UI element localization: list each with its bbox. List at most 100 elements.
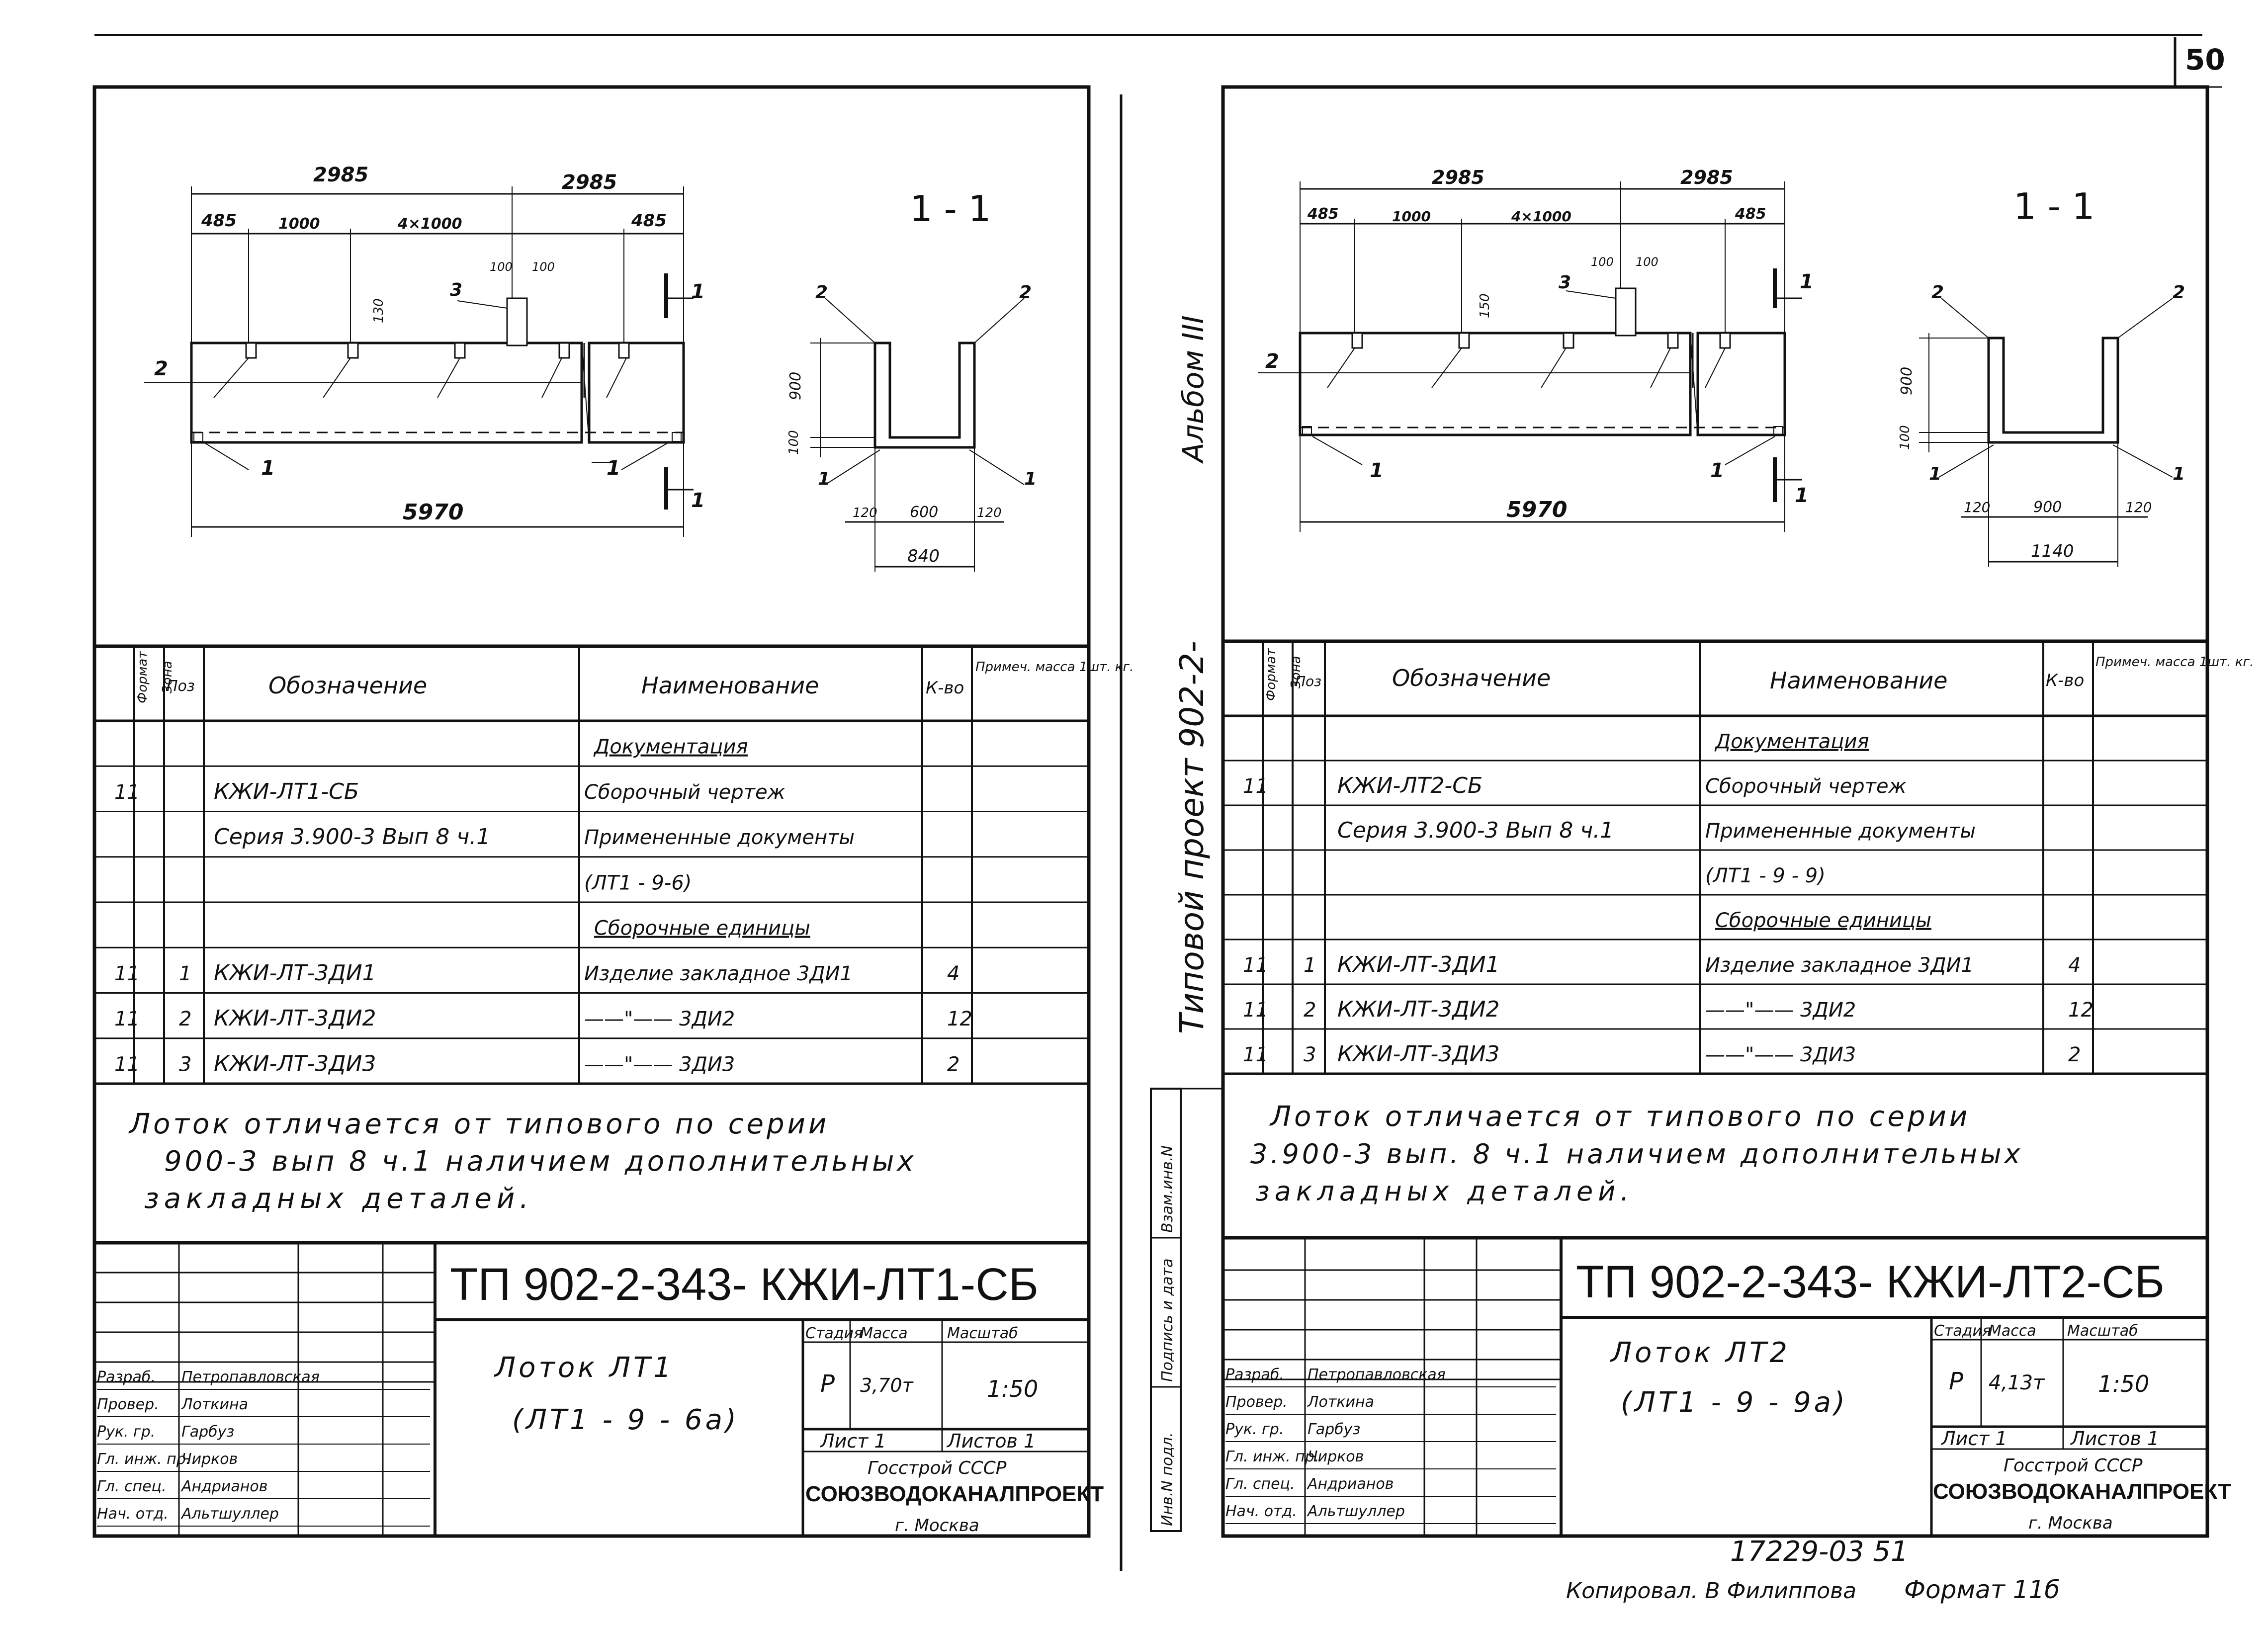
cross-section-view: 1 - 1 900 100 2 2 1 1 120 900 120 1140 [1898,185,2185,567]
item-subtitle: (ЛТ1 - 9 - 6а) [512,1404,739,1436]
sheets-label: Листов 1 [2070,1428,2159,1450]
spec-cell-designation: КЖИ-ЛТ-3ДИ2 [214,1006,376,1031]
scale-value: 1:50 [987,1375,1038,1402]
section-callout-1a: 1 [1929,464,1941,484]
dim-small-2: 100 [532,260,555,274]
signature-role: Рук. гр. [1225,1421,1284,1438]
signature-name: Петропавловская [1308,1366,1446,1383]
callout-2: 2 [1265,350,1279,373]
item-title: Лоток ЛТ1 [494,1352,674,1384]
hdr-qty: К-во [926,678,964,698]
callout-3: 3 [450,280,462,300]
dim-vert: 130 [371,298,386,323]
spec-cell-name: Документация [1714,730,1869,753]
signature-name: Альтшуллер [1307,1503,1405,1520]
section-dim-100: 100 [786,430,801,455]
section-dim-100: 100 [1898,425,1913,450]
signature-role: Гл. спец. [97,1478,166,1495]
hdr-note: Примеч. масса 1шт. кг. [2095,655,2254,670]
spec-cell-pos: 1 [1304,954,1316,977]
margin-stamp: Инв.N подл. Подпись и дата Взам.инв.N [1150,1088,1223,1532]
dim-total: 5970 [403,500,463,525]
dim-top-1: 2985 [313,164,368,186]
organization: Госстрой СССР [868,1458,1007,1478]
tray-body [190,342,583,444]
spec-cell-designation: КЖИ-ЛТ-3ДИ1 [214,960,376,986]
hdr-qty: К-во [2046,671,2084,690]
hdr-name: Наименование [641,672,819,699]
section-bottom-900: 900 [2033,499,2062,516]
footer-code: 17229-03 51 [1730,1536,1909,1568]
dim-mid-2: 1000 [278,215,320,233]
page-number: 50 [2185,43,2225,77]
dim-top-2: 2985 [1680,167,1733,188]
hdr-name: Наименование [1770,667,1947,694]
spec-cell-name: ——"—— 3ДИ2 [1705,999,1856,1022]
callout-1b: 1 [1710,459,1724,482]
hdr-stage: Стадия [1934,1322,1991,1340]
signature-rows: Разраб.ПетропавловскаяПровер.ЛоткинаРук.… [97,1368,430,1527]
footer-copied: Копировал. В Филиппова [1566,1578,1856,1604]
dim-mid-3: 4×1000 [1511,208,1571,225]
dim-mid-3: 4×1000 [397,215,462,233]
signature-rows: Разраб.ПетропавловскаяПровер.ЛоткинаРук.… [1225,1366,1556,1524]
dim-total: 5970 [1506,497,1567,522]
hdr-designation: Обозначение [268,672,427,699]
item-title: Лоток ЛТ2 [1610,1337,1790,1369]
margin-album: Альбом III [1176,315,1210,464]
hdr-scale: Масштаб [2067,1322,2138,1340]
signature-role: Провер. [97,1396,159,1413]
hdr-zone: Зона [160,661,175,693]
spec-cell-name: ——"—— 3ДИ2 [584,1008,735,1030]
dim-mid-2: 1000 [1392,208,1431,225]
section-callout-1a: 1 [818,469,830,489]
signature-role: Разраб. [97,1368,156,1386]
spec-cell-qty: 12 [2068,999,2094,1022]
spec-cell-name: ——"—— 3ДИ3 [584,1053,735,1076]
spec-cell-qty: 12 [947,1008,972,1030]
hdr-note: Примеч. масса 1шт. кг. [975,660,1134,675]
hdr-format: Формат [1264,648,1279,701]
city: г. Москва [895,1516,979,1536]
item-subtitle: (ЛТ1 - 9 - 9а) [1621,1386,1848,1419]
spec-cell-format: 11 [114,1053,140,1076]
spec-cell-name: (ЛТ1 - 9-6) [584,871,692,894]
note-line-3: закладных деталей. [144,1183,533,1215]
spec-cell-designation: КЖИ-ЛТ-3ДИ2 [1337,997,1500,1022]
cross-section-view: 1 - 1 900 100 2 2 1 1 120 600 120 840 [786,188,1037,572]
callout-1a: 1 [1370,459,1384,482]
spec-cell-qty: 4 [947,962,960,985]
section-callout-1b: 1 [2173,464,2185,484]
signature-role: Разраб. [1225,1366,1284,1383]
signature-name: Гарбуз [181,1423,234,1441]
spec-cell-designation: КЖИ-ЛТ2-СБ [1337,773,1483,798]
note-line-2: 900-3 вып 8 ч.1 наличием дополнительных [164,1145,917,1178]
drawing-sheet-right: 2985 2985 485 1000 4×1000 485 100 100 15… [1221,85,2254,1538]
callout-1b: 1 [607,457,620,480]
section-callout-1b: 1 [1024,469,1037,489]
signature-role: Нач. отд. [1225,1503,1297,1520]
note-block: Лоток отличается от типового по серии 90… [128,1108,917,1215]
section-callout-2b: 2 [2173,282,2185,303]
signature-name: Гарбуз [1308,1421,1360,1438]
spec-cell-name: Примененные документы [1705,820,1976,843]
callout-1c: 1 [1800,270,1814,293]
institute: СОЮЗВОДОКАНАЛПРОЕКТ [805,1482,1104,1506]
scale-value: 1:50 [2098,1370,2149,1397]
spec-cell-format: 11 [114,962,140,985]
doc-code: ТП 902-2-343- КЖИ-ЛТ1-СБ [450,1259,1039,1310]
organization: Госстрой СССР [2004,1455,2143,1476]
footer-format: Формат 11б [1904,1575,2060,1604]
spec-cell-name: Изделие закладное 3ДИ1 [1705,954,1974,977]
section-shape [1987,337,2119,444]
dim-small-2: 100 [1636,255,1658,269]
sheet-label: Лист 1 [819,1430,886,1452]
dim-mid-1: 485 [201,211,237,231]
signature-role: Провер. [1225,1393,1288,1411]
section-bottom-120b: 120 [2125,499,2152,515]
callout-1d: 1 [691,489,705,512]
tray-body [1299,332,1692,436]
signature-name: Чирков [1308,1448,1364,1465]
